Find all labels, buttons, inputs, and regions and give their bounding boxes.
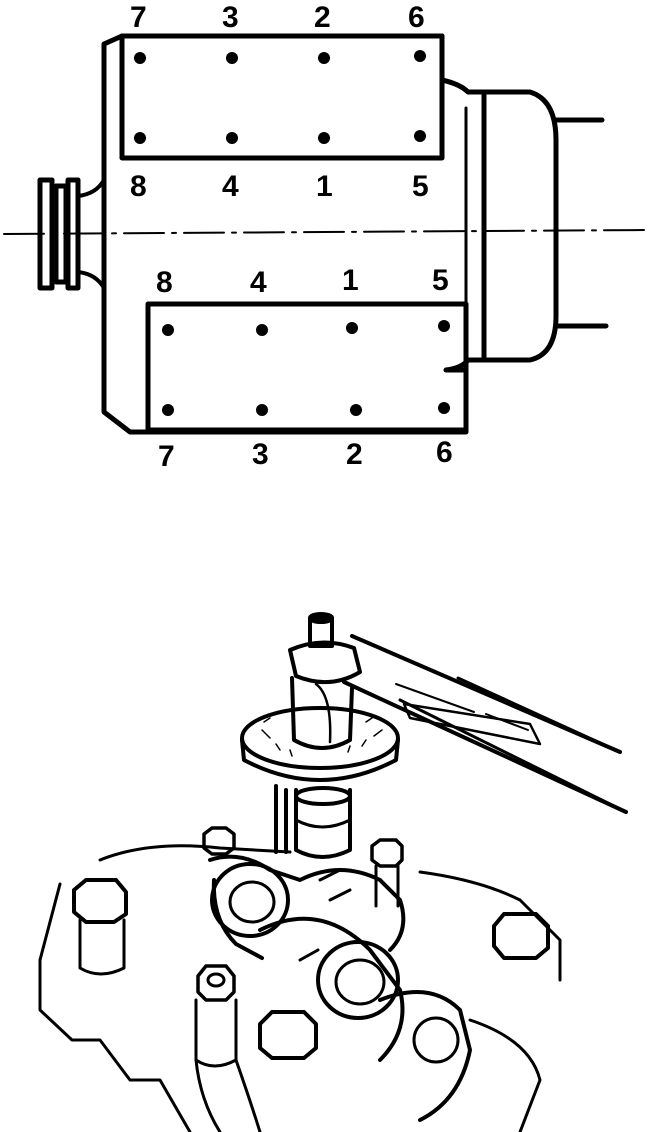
bolt-dot xyxy=(438,402,450,414)
bolt-dot xyxy=(346,322,358,334)
wrench-head xyxy=(288,612,362,750)
bolt-dot xyxy=(256,324,268,336)
bolt-number: 5 xyxy=(412,170,429,203)
bolt-dot xyxy=(414,50,426,62)
torque-angle-illustration xyxy=(38,612,628,1132)
bolt-number: 2 xyxy=(314,1,331,34)
upper-top-sequence: 7 3 2 6 xyxy=(130,1,425,34)
upper-bottom-sequence: 8 4 1 5 xyxy=(130,170,429,203)
crank-pulley xyxy=(37,177,106,291)
bolt-number: 1 xyxy=(316,170,333,203)
bolt-number: 5 xyxy=(432,264,449,297)
bolt-number: 4 xyxy=(250,266,267,299)
head-bolt xyxy=(492,912,550,960)
bolt-number: 3 xyxy=(222,1,239,34)
centerline xyxy=(3,229,651,235)
bolt-dot xyxy=(414,130,426,142)
bolt-number: 3 xyxy=(252,438,269,471)
socket-extension xyxy=(274,784,352,859)
stud-nut xyxy=(202,826,236,856)
bolt-dot xyxy=(162,324,174,336)
bolt-dot xyxy=(162,404,174,416)
upper-cylinder-head xyxy=(119,33,445,161)
rocker-bracket xyxy=(194,990,472,1132)
bolt-number: 7 xyxy=(130,1,147,34)
bolt-number: 6 xyxy=(408,1,425,34)
bolt-dot xyxy=(134,52,146,64)
stud-nut xyxy=(194,964,238,1068)
transmission-housing xyxy=(464,89,609,363)
bolt-dot xyxy=(318,52,330,64)
torque-wrench-handle xyxy=(342,634,628,814)
bolt-number: 8 xyxy=(156,266,173,299)
cylinder-head-assembly xyxy=(38,826,562,1132)
bolt-dot xyxy=(318,132,330,144)
engine-plan-view: 7 3 2 6 8 4 1 5 8 4 1 5 7 3 2 6 xyxy=(3,1,651,473)
bolt-dot xyxy=(438,320,450,332)
bolt-dot xyxy=(350,404,362,416)
rocker-arms xyxy=(208,854,406,1062)
upper-head-bolts xyxy=(134,50,426,144)
bolt-number: 2 xyxy=(346,438,363,471)
bolt-number: 1 xyxy=(342,264,359,297)
bolt-number: 7 xyxy=(158,440,175,473)
bolt-number: 8 xyxy=(130,170,147,203)
lower-top-sequence: 8 4 1 5 xyxy=(156,264,449,299)
head-bolt xyxy=(72,878,128,976)
bolt-number: 4 xyxy=(222,170,239,203)
bolt-dot xyxy=(256,404,268,416)
bolt-number: 6 xyxy=(436,436,453,469)
head-bolt xyxy=(258,1010,318,1060)
angle-gauge-dial xyxy=(240,706,400,782)
bolt-dot xyxy=(226,52,238,64)
bolt-dot xyxy=(226,132,238,144)
lower-head-bolts xyxy=(162,320,450,416)
lower-bottom-sequence: 7 3 2 6 xyxy=(158,436,453,473)
bolt-dot xyxy=(134,132,146,144)
lower-cylinder-head xyxy=(145,301,469,433)
